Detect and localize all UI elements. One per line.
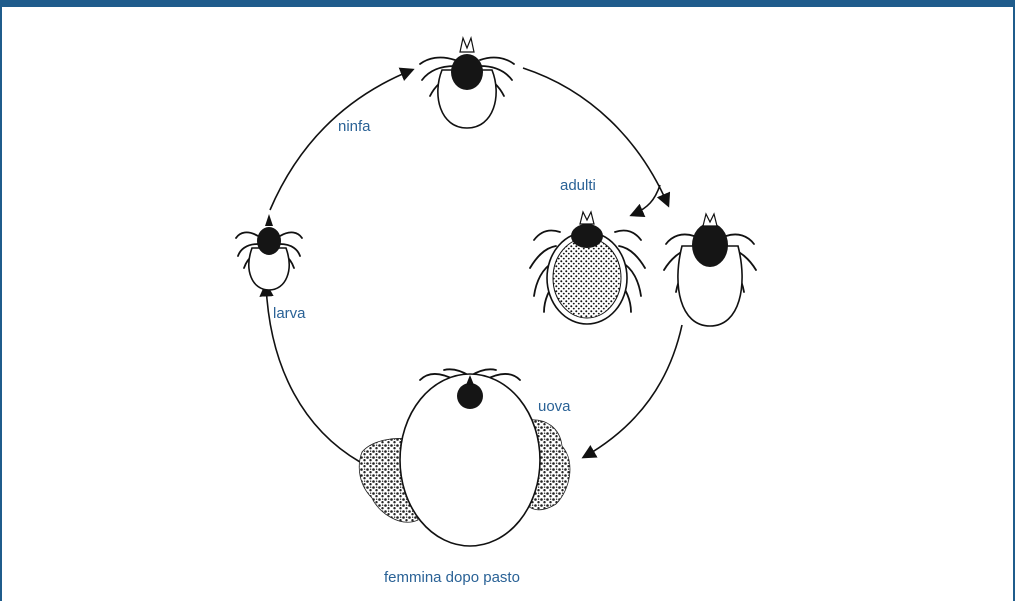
label-uova: uova [538,398,571,415]
engorged-female-tick-icon [359,369,570,546]
arrow-larva-to-ninfa [270,70,412,210]
label-larva: larva [273,305,306,322]
arrow-adulti-to-femmina [584,325,682,457]
adult-male-tick-icon [664,214,756,326]
larva-tick-icon [236,214,302,290]
label-femmina-dopo-pasto: femmina dopo pasto [384,569,520,586]
adult-female-tick-icon [530,212,645,324]
nymph-tick-icon [420,38,514,128]
arrow-branch-female [632,185,660,215]
label-adulti: adulti [560,177,596,194]
label-ninfa: ninfa [338,118,371,135]
